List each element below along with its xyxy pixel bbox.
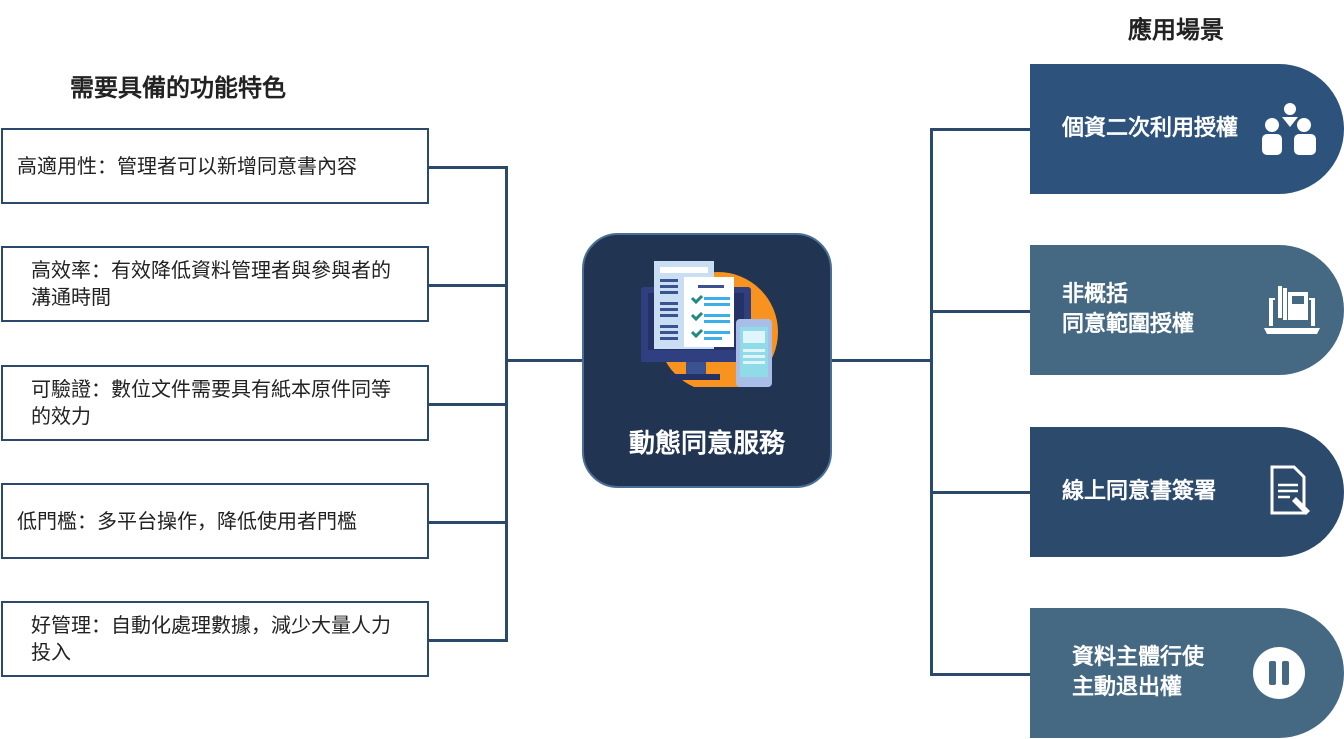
feature-box: 可驗證：數位文件需要具有紙本原件同等的效力 <box>1 365 429 441</box>
center-title: 動態同意服務 <box>628 429 785 459</box>
connector <box>429 639 507 642</box>
scenario-text: 線上同意書簽署 <box>1062 479 1217 504</box>
connector <box>429 403 507 406</box>
connector <box>429 284 507 287</box>
feature-box: 好管理：自動化處理數據，減少大量人力投入 <box>1 601 429 677</box>
connector <box>831 359 932 362</box>
scenario-text: 個資二次利用授權 <box>1062 116 1239 141</box>
feature-box: 高效率：有效降低資料管理者與參與者的溝通時間 <box>1 246 429 322</box>
scenario-text: 資料主體行使 <box>1072 645 1205 670</box>
connector <box>429 521 507 524</box>
feature-box: 高適用性：管理者可以新增同意書內容 <box>1 128 429 204</box>
connector <box>930 128 1030 131</box>
center-node: 動態同意服務 <box>582 233 832 488</box>
pause-icon <box>1253 647 1305 699</box>
scenario-card: 非概括同意範圍授權 <box>1030 245 1344 375</box>
document-sign-icon <box>1270 465 1310 515</box>
computer-document-phone-icon <box>641 261 778 387</box>
scenario-card: 線上同意書簽署 <box>1030 427 1344 557</box>
feature-text: 可驗證：數位文件需要具有紙本原件同等的效力 <box>31 377 391 428</box>
connector <box>930 310 1030 313</box>
feature-box: 低門檻：多平台操作，降低使用者門檻 <box>1 483 429 559</box>
connector <box>930 128 933 676</box>
scenario-text: 非概括 <box>1062 282 1129 307</box>
scenario-card: 資料主體行使主動退出權 <box>1030 608 1344 738</box>
connector <box>429 166 507 169</box>
connector <box>930 673 1030 676</box>
scenario-text: 主動退出權 <box>1072 675 1183 700</box>
feature-text: 低門檻：多平台操作，降低使用者門檻 <box>17 508 357 533</box>
connector <box>505 166 508 642</box>
feature-text: 高適用性：管理者可以新增同意書內容 <box>17 153 357 178</box>
features-heading: 需要具備的功能特色 <box>70 74 286 102</box>
group-users-icon <box>1262 103 1316 155</box>
scenario-text: 同意範圍授權 <box>1062 312 1195 337</box>
scenario-card: 個資二次利用授權 <box>1030 64 1344 194</box>
feature-text: 好管理：自動化處理數據，減少大量人力投入 <box>31 613 391 664</box>
scenarios-heading: 應用場景 <box>1128 16 1224 44</box>
feature-text: 高效率：有效降低資料管理者與參與者的溝通時間 <box>31 258 391 309</box>
connector <box>930 491 1030 494</box>
connector <box>505 359 583 362</box>
laptop-books-icon <box>1264 286 1320 334</box>
